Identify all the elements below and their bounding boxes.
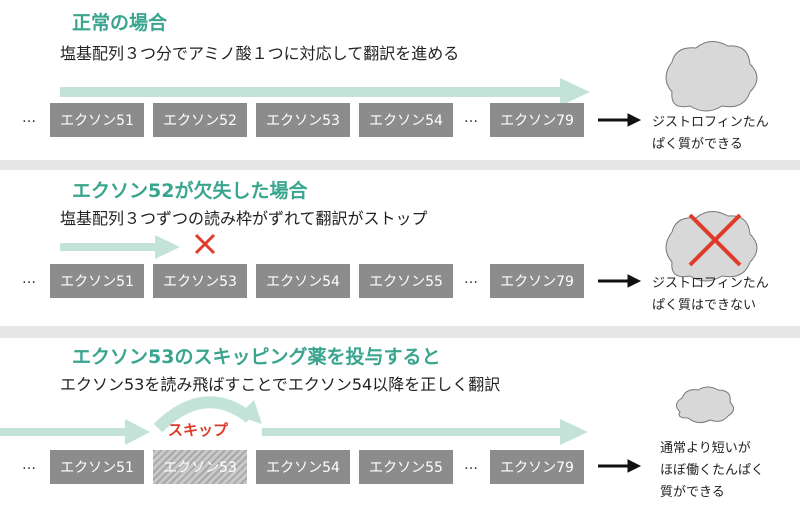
section-title: エクソン53のスキッピング薬を投与すると [72, 346, 441, 368]
result-line: ほぼ働くたんぱく [660, 463, 765, 478]
ellipsis: … [464, 110, 479, 126]
exon-box: エクソン54 [359, 103, 453, 137]
translation-arrow-right [262, 419, 588, 445]
short-protein-cloud [676, 386, 734, 424]
skip-label: スキップ [168, 421, 229, 439]
result-line: 通常より短いが [660, 441, 751, 456]
exon-box: エクソン53 [153, 264, 247, 298]
result-text: ジストロフィンたん ぱく質はできない [652, 273, 769, 317]
section-subtitle: 塩基配列３つ分でアミノ酸１つに対応して翻訳を進める [60, 44, 460, 63]
exon-box: エクソン55 [359, 264, 453, 298]
section-title: 正常の場合 [72, 12, 168, 34]
ellipsis: … [22, 271, 37, 287]
skip-arc-arrow [153, 396, 254, 433]
exon-box: エクソン51 [50, 264, 144, 298]
exon-box: エクソン51 [50, 450, 144, 484]
exon-box-skipped: エクソン53 [153, 450, 247, 484]
ellipsis: … [22, 457, 37, 473]
result-line: ジストロフィンたん [652, 115, 769, 130]
exon-box: エクソン52 [153, 103, 247, 137]
section-title: エクソン52が欠失した場合 [72, 180, 308, 202]
result-line: ぱく質ができる [652, 137, 743, 152]
exon-box: エクソン51 [50, 103, 144, 137]
translation-arrow [60, 78, 590, 106]
exon-box: エクソン79 [490, 450, 584, 484]
result-line: ぱく質はできない [652, 298, 757, 313]
skip-arc-head [238, 400, 262, 424]
exon-box: エクソン54 [256, 264, 350, 298]
exon-box: エクソン79 [490, 264, 584, 298]
translation-arrow-short [60, 235, 180, 259]
exon-box: エクソン54 [256, 450, 350, 484]
ellipsis: … [22, 110, 37, 126]
result-text: ジストロフィンたん ぱく質ができる [652, 112, 769, 156]
exon-box: エクソン79 [490, 103, 584, 137]
ellipsis: … [464, 271, 479, 287]
result-line: 質ができる [660, 485, 725, 500]
exon-box: エクソン55 [359, 450, 453, 484]
result-line: ジストロフィンたん [652, 276, 769, 291]
result-text: 通常より短いが ほぼ働くたんぱく 質ができる [660, 438, 764, 504]
section-subtitle: エクソン53を読み飛ばすことでエクソン54以降を正しく翻訳 [60, 375, 501, 394]
translation-arrow-left [0, 419, 150, 445]
exon-box: エクソン53 [256, 103, 350, 137]
ellipsis: … [464, 457, 479, 473]
protein-cloud [665, 41, 758, 112]
section-subtitle: 塩基配列３つずつの読み枠がずれて翻訳がストップ [60, 209, 428, 228]
